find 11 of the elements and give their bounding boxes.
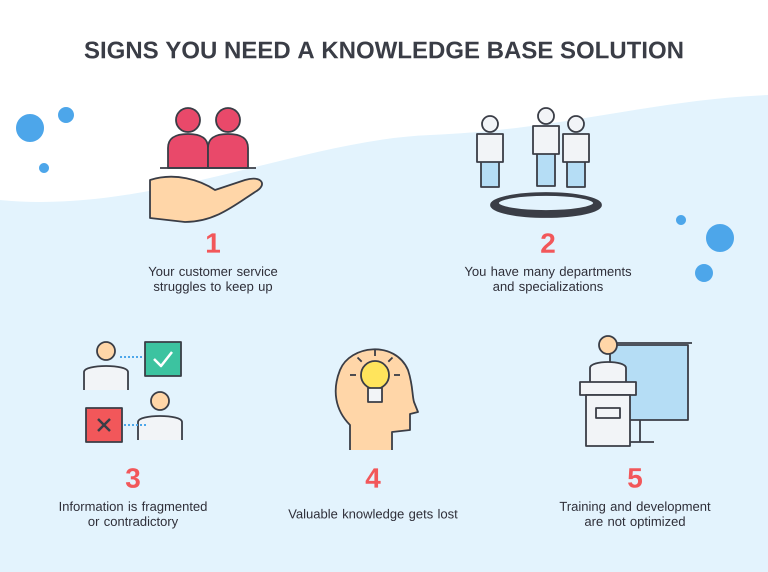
step-number: 3 [126, 468, 140, 488]
description: Training and development are not optimized [560, 501, 710, 529]
title: SIGNS YOU NEED A KNOWLEDGE BASE SOLUTION [84, 42, 682, 58]
step-number: 2 [541, 233, 555, 253]
step-number: 5 [628, 468, 642, 488]
description: Valuable knowledge gets lost [288, 508, 458, 522]
description: Information is fragmented or contradictory [60, 501, 207, 529]
description: Your customer service struggles to keep up [148, 266, 278, 294]
description: You have many departments and specializations [464, 266, 632, 294]
step-number: 4 [366, 468, 381, 488]
step-number: 1 [206, 233, 220, 253]
